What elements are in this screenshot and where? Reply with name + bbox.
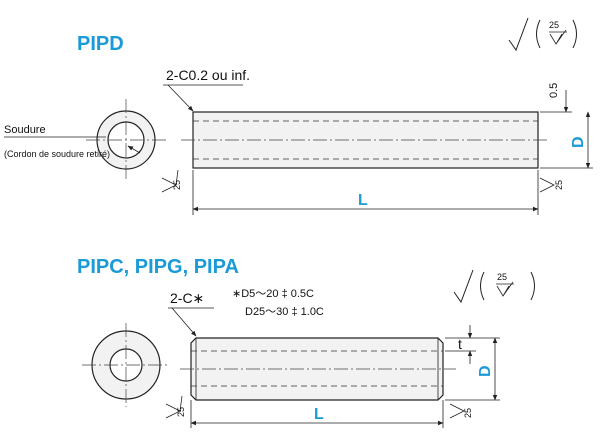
- dim-top: 0.5: [548, 83, 560, 98]
- chamfer-spec-1: ∗D5〜20 ‡ 0.5C: [232, 288, 314, 300]
- svg-text:25: 25: [172, 180, 182, 190]
- end-view-circle: [86, 99, 166, 181]
- dim-d: D: [570, 136, 587, 148]
- rough-mark-left-2: 25: [165, 395, 186, 419]
- pipd-section: PIPD 25 2-C0.2 ou inf. Soudure (Cordon d…: [4, 17, 593, 215]
- dim-l: L: [358, 192, 368, 209]
- dim-l-2: L: [314, 406, 324, 423]
- pipc-section: PIPC, PIPG, PIPA 25 2-C∗ ∗D5〜20 ‡ 0.5C D…: [77, 256, 535, 428]
- side-view-pipe-2: [180, 337, 456, 401]
- weld-sublabel: (Cordon de soudure retiré): [4, 149, 110, 159]
- rough-mark-right-2: 25: [449, 403, 473, 419]
- roughness-value: 25: [549, 20, 559, 30]
- chamfer-note-2: 2-C∗: [170, 290, 204, 306]
- end-view-circle-2: [82, 323, 170, 407]
- surface-roughness-symbol: 25: [508, 17, 577, 52]
- roughness-value-2: 25: [497, 272, 507, 282]
- rough-mark-left: 25: [161, 169, 182, 193]
- svg-text:25: 25: [554, 180, 564, 190]
- rough-mark-right: 25: [539, 177, 564, 193]
- dim-d-2: D: [477, 365, 494, 377]
- side-view-pipe: [181, 111, 550, 169]
- pipc-title: PIPC, PIPG, PIPA: [77, 256, 239, 278]
- svg-text:25: 25: [463, 408, 473, 418]
- svg-text:25: 25: [176, 407, 186, 417]
- surface-roughness-symbol-2: 25: [453, 269, 535, 304]
- weld-label: Soudure: [4, 124, 46, 136]
- chamfer-note: 2-C0.2 ou inf.: [166, 67, 250, 83]
- chamfer-spec-2: D25〜30 ‡ 1.0C: [245, 306, 324, 318]
- dim-t: t: [458, 336, 462, 352]
- pipd-title: PIPD: [77, 33, 124, 55]
